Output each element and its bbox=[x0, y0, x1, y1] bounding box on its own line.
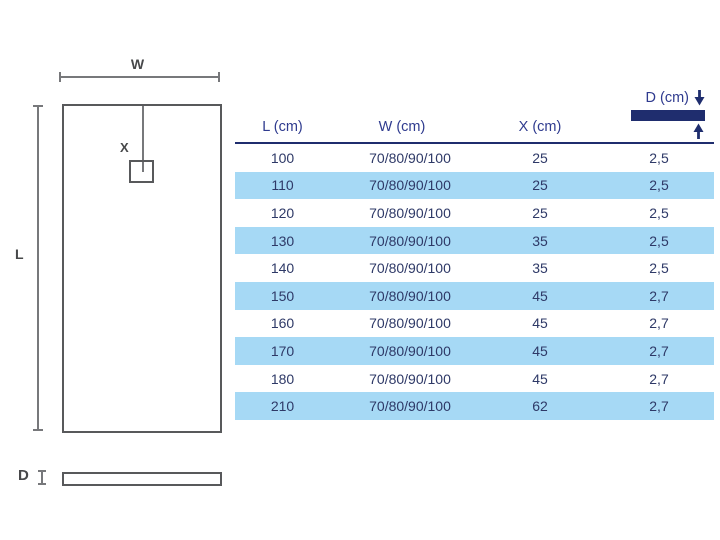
table-cell-d: 2,5 bbox=[649, 232, 669, 249]
table-cell-d: 2,7 bbox=[649, 287, 669, 304]
table-row: 100 70/80/90/100 25 2,5 bbox=[235, 144, 714, 172]
table-row: 210 70/80/90/100 62 2,7 bbox=[235, 392, 714, 420]
table-cell-w: 70/80/90/100 bbox=[369, 204, 451, 221]
width-dimension-line bbox=[59, 72, 220, 82]
column-header-depth: D (cm) bbox=[590, 90, 714, 142]
drain-offset-line bbox=[142, 106, 144, 172]
table-cell-w: 70/80/90/100 bbox=[369, 398, 451, 415]
table-cell-d: 2,7 bbox=[649, 398, 669, 415]
depth-dimension-tick bbox=[38, 470, 46, 485]
table-cell-l: 120 bbox=[270, 204, 295, 221]
table-cell-l: 150 bbox=[270, 287, 295, 304]
column-header-depth-label: D (cm) bbox=[645, 90, 690, 106]
table-cell-d: 2,7 bbox=[649, 342, 669, 359]
table-cell-w: 70/80/90/100 bbox=[369, 149, 451, 166]
table-cell-l: 110 bbox=[271, 177, 294, 194]
table-cell-x: 25 bbox=[532, 177, 548, 194]
table-cell-l: 170 bbox=[270, 342, 295, 359]
table-header-row: L (cm) W (cm) X (cm) D (cm) bbox=[235, 84, 714, 144]
table-row: 160 70/80/90/100 45 2,7 bbox=[235, 310, 714, 338]
table-cell-x: 25 bbox=[532, 149, 548, 166]
length-dimension-line bbox=[33, 105, 43, 431]
drain-offset-label: X bbox=[120, 140, 129, 155]
table-cell-d: 2,5 bbox=[649, 204, 669, 221]
tray-top-view-outline bbox=[62, 104, 222, 433]
table-cell-x: 35 bbox=[532, 260, 548, 277]
depth-bar-glyph bbox=[631, 110, 705, 121]
table-row: 130 70/80/90/100 35 2,5 bbox=[235, 226, 714, 255]
table-cell-l: 180 bbox=[270, 370, 295, 387]
table-cell-w: 70/80/90/100 bbox=[369, 370, 451, 387]
arrow-up-icon bbox=[693, 123, 704, 139]
table-cell-l: 160 bbox=[270, 315, 295, 332]
table-cell-x: 35 bbox=[532, 232, 548, 249]
column-header-drain-offset: X (cm) bbox=[518, 119, 562, 135]
column-header-width: W (cm) bbox=[378, 119, 426, 135]
table-cell-d: 2,5 bbox=[649, 260, 669, 277]
table-row: 170 70/80/90/100 45 2,7 bbox=[235, 337, 714, 365]
table-row: 120 70/80/90/100 25 2,5 bbox=[235, 199, 714, 227]
table-cell-x: 45 bbox=[532, 342, 548, 359]
table-cell-w: 70/80/90/100 bbox=[369, 342, 451, 359]
width-dimension-label: W bbox=[130, 56, 146, 72]
table-cell-d: 2,7 bbox=[649, 370, 669, 387]
table-cell-l: 210 bbox=[270, 398, 295, 415]
table-cell-w: 70/80/90/100 bbox=[369, 260, 451, 277]
table-cell-l: 100 bbox=[270, 149, 295, 166]
table-cell-x: 25 bbox=[532, 204, 548, 221]
drain-square bbox=[129, 160, 154, 183]
length-dimension-label: L bbox=[15, 246, 24, 262]
table-cell-x: 45 bbox=[532, 287, 548, 304]
table-cell-l: 140 bbox=[270, 260, 295, 277]
table-cell-w: 70/80/90/100 bbox=[369, 232, 451, 249]
table-cell-d: 2,7 bbox=[649, 315, 669, 332]
table-cell-w: 70/80/90/100 bbox=[369, 315, 451, 332]
table-cell-x: 45 bbox=[532, 315, 548, 332]
table-cell-l: 130 bbox=[270, 232, 295, 249]
table-row: 180 70/80/90/100 45 2,7 bbox=[235, 365, 714, 393]
table-body: 100 70/80/90/100 25 2,5 110 70/80/90/100 25 2,5… bbox=[235, 144, 714, 420]
table-row: 110 70/80/90/100 25 2,5 bbox=[235, 171, 714, 200]
column-header-length: L (cm) bbox=[262, 119, 303, 135]
table-row: 150 70/80/90/100 45 2,7 bbox=[235, 281, 714, 310]
table-cell-w: 70/80/90/100 bbox=[369, 287, 451, 304]
table-row: 140 70/80/90/100 35 2,5 bbox=[235, 254, 714, 282]
table-cell-x: 45 bbox=[532, 370, 548, 387]
table-cell-x: 62 bbox=[532, 398, 548, 415]
table-cell-d: 2,5 bbox=[649, 177, 669, 194]
arrow-down-icon bbox=[694, 90, 705, 106]
table-cell-w: 70/80/90/100 bbox=[369, 177, 451, 194]
depth-dimension-label: D bbox=[18, 467, 29, 484]
tray-side-view-outline bbox=[62, 472, 222, 486]
table-cell-d: 2,5 bbox=[649, 149, 669, 166]
